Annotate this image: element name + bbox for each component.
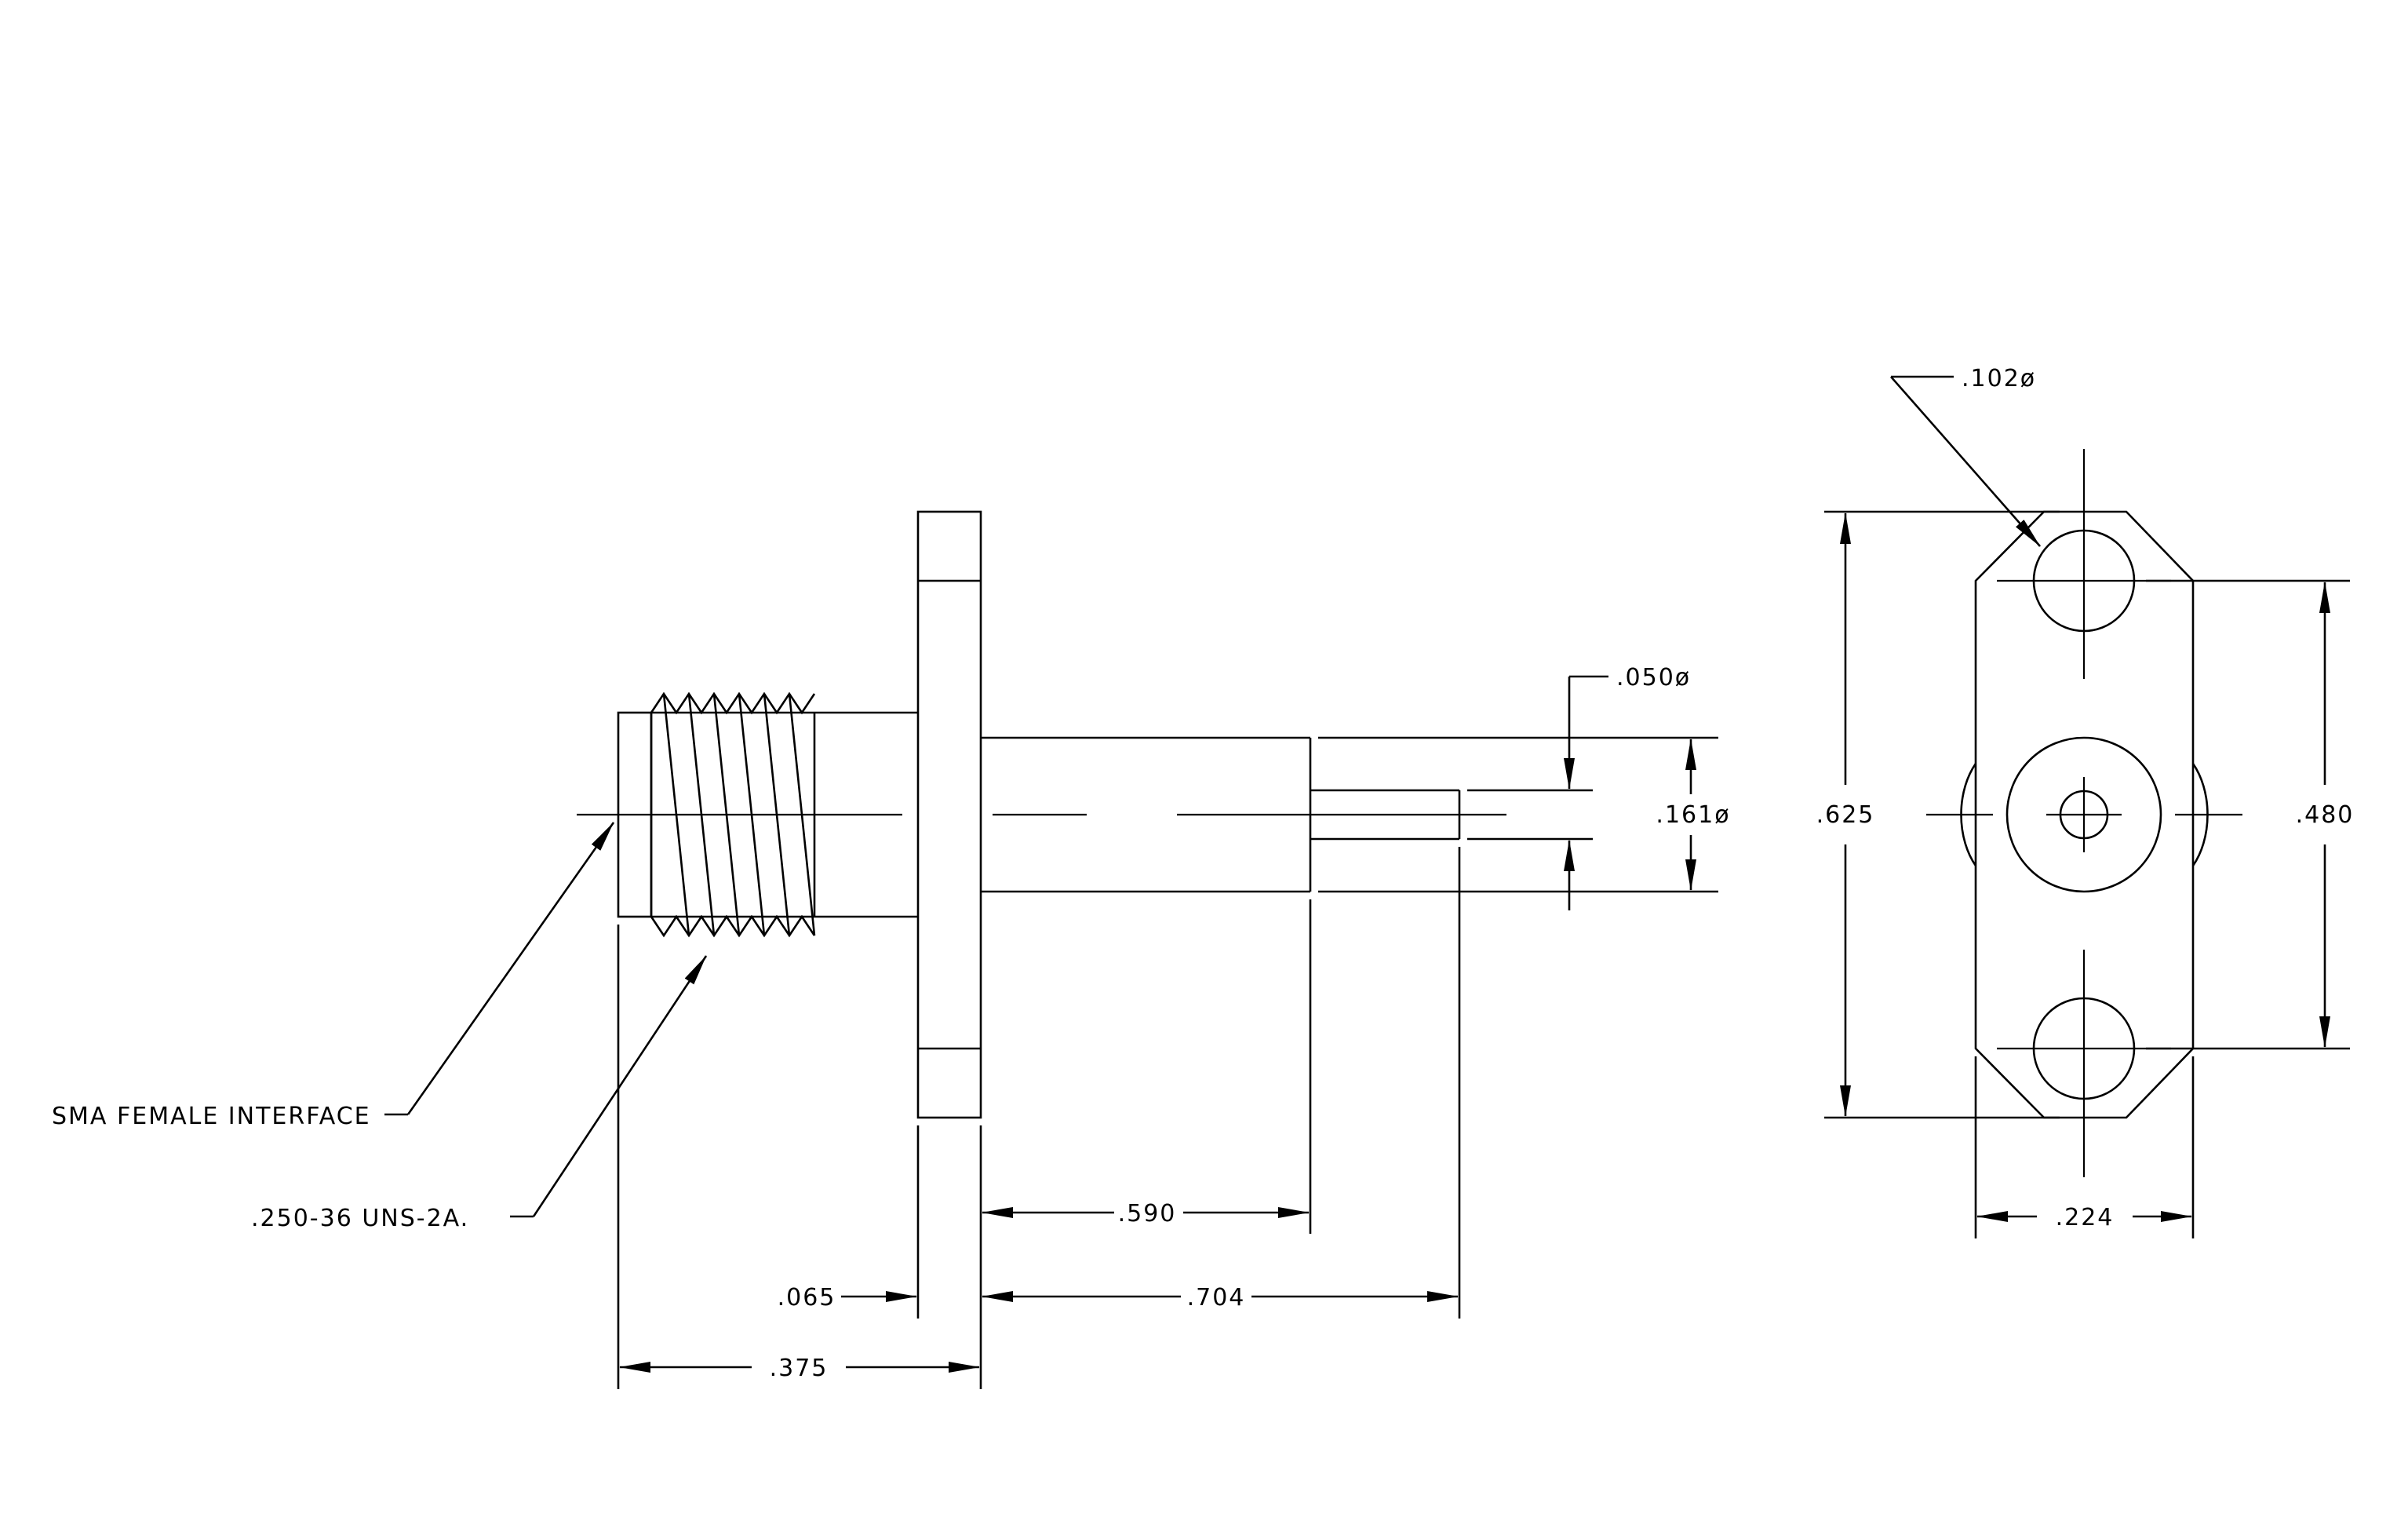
dim-pin-diameter: .050ø: [1616, 664, 1691, 691]
side-view-dimensions: .590 .704 .065 .375 .050ø .161ø: [617, 664, 1730, 1389]
interface-neck: [814, 711, 918, 918]
label-sma-interface: SMA FEMALE INTERFACE: [52, 1103, 371, 1130]
front-view-dimensions: .625 .480 .224 .102ø: [1816, 365, 2355, 1238]
threaded-section: [650, 691, 816, 938]
dim-shaft-length: .590: [1118, 1200, 1177, 1227]
dim-pin-length: .704: [1187, 1284, 1246, 1311]
dim-flange-height: .625: [1816, 801, 1875, 829]
center-pin: [1310, 789, 1461, 841]
body-circle: [2005, 736, 2162, 893]
label-thread-spec: .250-36 UNS-2A.: [251, 1205, 469, 1232]
dim-hole-diameter: .102ø: [1962, 365, 2036, 392]
flange-outline: [1974, 510, 2195, 1119]
dim-flange-width: .224: [2056, 1204, 2115, 1231]
front-view-centerlines: [1926, 449, 2242, 1177]
flange-side: [916, 510, 982, 1119]
dim-body-diameter: .161ø: [1656, 801, 1730, 829]
callouts: SMA FEMALE INTERFACE .250-36 UNS-2A.: [52, 822, 708, 1232]
dim-thread-length: .375: [770, 1355, 829, 1382]
front-view: [1926, 449, 2242, 1177]
side-view: [577, 510, 1506, 1119]
dim-flange-thickness: .065: [778, 1284, 836, 1311]
dim-hole-spacing: .480: [2296, 801, 2355, 829]
body-shaft: [981, 736, 1312, 893]
